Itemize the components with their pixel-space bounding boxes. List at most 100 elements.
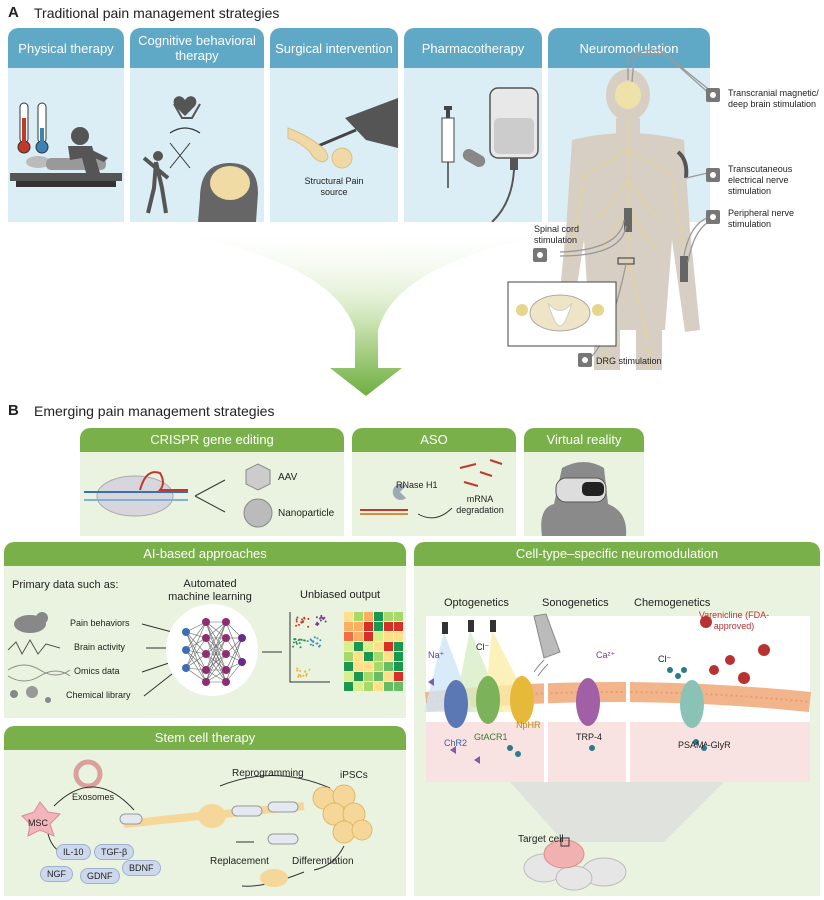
data-type-label: Chemical library xyxy=(66,690,131,700)
nn-node xyxy=(222,678,230,686)
label-chemogenetics: Chemogenetics xyxy=(634,597,711,609)
ai-illustration xyxy=(7,604,403,703)
label-rnase: RNase H1 xyxy=(396,480,438,490)
panel-cbt: Cognitive behavioral therapy xyxy=(130,28,264,222)
scatter-point xyxy=(315,623,318,626)
heatmap-cell xyxy=(364,682,373,691)
aso-illustration xyxy=(360,459,503,519)
panel-vr: Virtual reality xyxy=(524,428,644,536)
scatter-point xyxy=(316,642,319,645)
factor-pill: BDNF xyxy=(122,860,161,876)
panel-title: ASO xyxy=(352,428,516,452)
scatter-point xyxy=(313,636,316,639)
label-exosomes: Exosomes xyxy=(72,792,115,802)
nn-node xyxy=(202,650,210,658)
label-unbiased-output: Unbiased output xyxy=(300,589,381,601)
nn-node xyxy=(182,646,190,654)
label-automl: Automated machine learning xyxy=(168,578,252,603)
label-primary-data: Primary data such as: xyxy=(12,579,119,591)
scatter-point xyxy=(296,616,299,619)
label-nphr: NpHR xyxy=(516,720,541,730)
heatmap-cell xyxy=(364,672,373,681)
stem-cell-illustration xyxy=(21,759,373,887)
scatter-point xyxy=(316,637,319,640)
heatmap-cell xyxy=(374,612,383,621)
scatter-point xyxy=(295,640,298,643)
label-tms: Transcranial magnetic/ deep brain stimul… xyxy=(728,88,819,109)
heatmap-cell xyxy=(394,662,403,671)
scatter-point xyxy=(309,643,312,646)
heatmap-cell xyxy=(364,632,373,641)
heatmap-cell xyxy=(374,682,383,691)
heatmap-cell xyxy=(344,622,353,631)
label-sonogenetics: Sonogenetics xyxy=(542,597,609,609)
scatter-point xyxy=(322,618,325,621)
heatmap-cell xyxy=(384,662,393,671)
heatmap-cell xyxy=(374,652,383,661)
panel-title: Pharmacotherapy xyxy=(404,28,542,68)
scatter-point xyxy=(300,621,303,624)
panel-title: Physical therapy xyxy=(8,28,124,68)
heatmap-cell xyxy=(374,642,383,651)
nn-node xyxy=(222,634,230,642)
scatter-point xyxy=(299,646,302,649)
scatter-point xyxy=(315,616,318,619)
scatter-point xyxy=(319,639,322,642)
nn-node xyxy=(222,666,230,674)
heatmap-cell xyxy=(394,632,403,641)
heatmap-cell xyxy=(384,632,393,641)
scatter-point xyxy=(297,639,300,642)
scatter-point xyxy=(319,619,322,622)
label-peripheral: Peripheral nerve stimulation xyxy=(728,208,795,229)
scatter-point xyxy=(295,624,298,627)
scatter-point xyxy=(295,620,298,623)
scatter-point xyxy=(296,667,299,670)
heatmap-cell xyxy=(384,672,393,681)
heatmap-cell xyxy=(354,662,363,671)
heatmap-cell xyxy=(354,682,363,691)
panel-title: CRISPR gene editing xyxy=(80,428,344,452)
panel-title: Stem cell therapy xyxy=(4,726,406,750)
nn-node xyxy=(182,664,190,672)
heatmap-cell xyxy=(394,622,403,631)
heatmap-cell xyxy=(354,622,363,631)
heatmap-cell xyxy=(344,672,353,681)
panel-title: Neuromodulation xyxy=(548,28,710,68)
label-cl-chemo: Cl⁻ xyxy=(658,654,672,664)
label-chr2: ChR2 xyxy=(444,738,468,748)
scatter-point xyxy=(324,620,327,623)
heatmap-cell xyxy=(344,632,353,641)
scatter-point xyxy=(308,668,311,671)
nn-node xyxy=(238,634,246,642)
scatter-point xyxy=(299,674,302,677)
panel-cell-specific: Cell-type–specific neuromodulation Optog… xyxy=(414,542,820,896)
scatter-point xyxy=(306,640,309,643)
panel-aso: ASO RNase H1 mRNA degradation xyxy=(352,428,516,536)
heatmap-cell xyxy=(374,662,383,671)
heatmap-cell xyxy=(364,642,373,651)
physical-therapy-illustration xyxy=(10,102,122,187)
panel-title: Surgical intervention xyxy=(270,28,398,68)
data-type-label: Pain behaviors xyxy=(70,618,130,628)
heatmap-cell xyxy=(384,612,393,621)
scatter-point xyxy=(294,638,297,641)
panel-stem-cell: Stem cell therapy Exosomes MSC IL-10 TGF… xyxy=(4,726,406,896)
label-psam: PSAMᴬ-GlyR xyxy=(678,740,731,750)
scatter-point xyxy=(292,645,295,648)
crispr-illustration xyxy=(84,463,273,528)
label-optogenetics: Optogenetics xyxy=(444,597,509,609)
label-ipscs: iPSCs xyxy=(340,770,368,781)
panel-title: AI-based approaches xyxy=(4,542,406,566)
cell-neuromod-illustration xyxy=(424,613,812,891)
scatter-point xyxy=(304,670,307,673)
heatmap-cell xyxy=(354,672,363,681)
label-nanoparticle: Nanoparticle xyxy=(278,508,335,519)
label-tens: Transcutaneous electrical nerve stimulat… xyxy=(728,164,793,196)
heatmap-cell xyxy=(344,682,353,691)
panel-title: Virtual reality xyxy=(524,428,644,452)
heatmap-cell xyxy=(374,622,383,631)
scatter-point xyxy=(300,638,303,641)
nn-node xyxy=(238,658,246,666)
scatter-point xyxy=(297,675,300,678)
